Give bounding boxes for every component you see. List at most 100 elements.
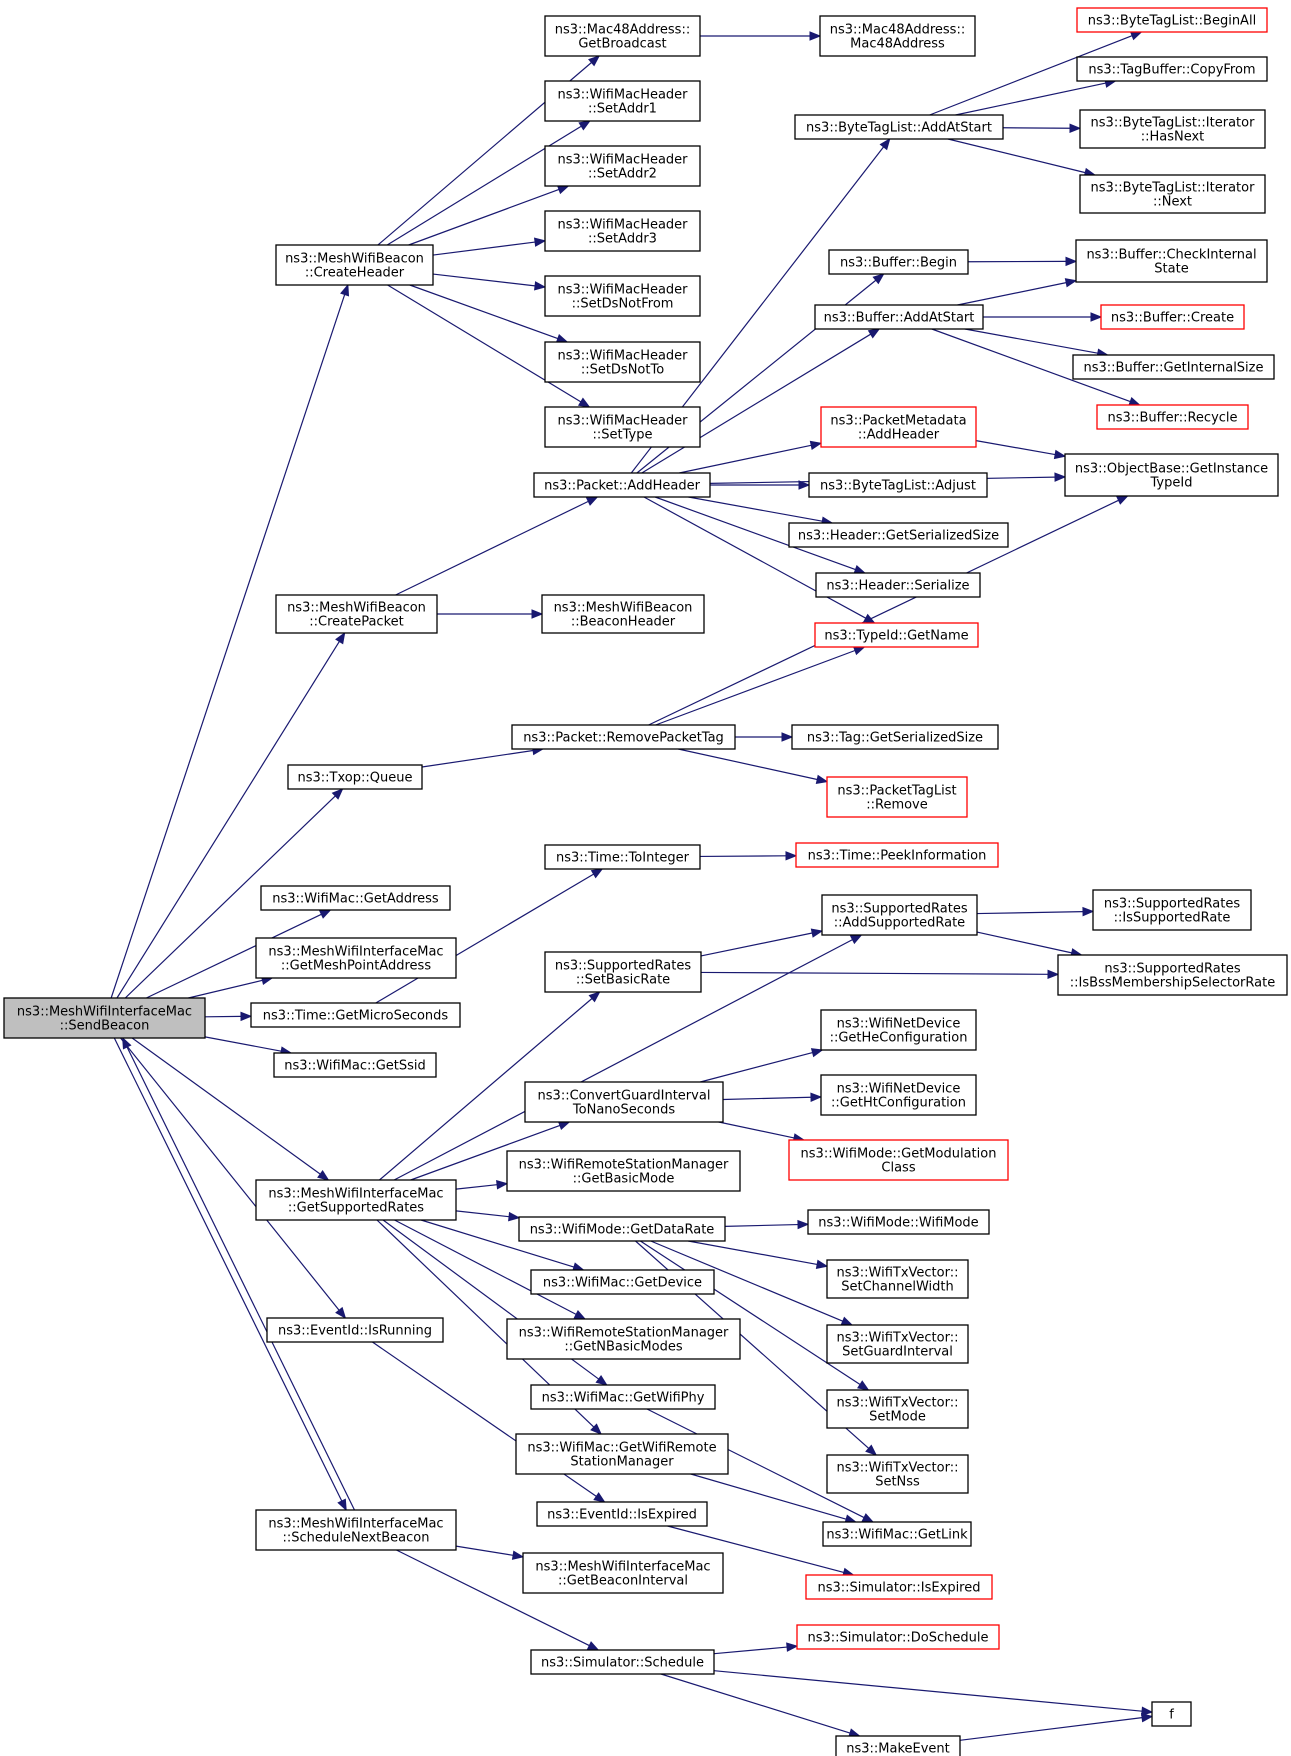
- call-edge: [975, 440, 1067, 460]
- function-node-begin-all[interactable]: ns3::ByteTagList::BeginAll: [1076, 7, 1268, 33]
- function-node-is-expired[interactable]: ns3::EventId::IsExpired: [536, 1501, 708, 1527]
- function-node-remove-packet-tag[interactable]: ns3::Packet::RemovePacketTag: [511, 724, 736, 750]
- function-node-set-nss[interactable]: ns3::WifiTxVector::SetNss: [826, 1454, 969, 1494]
- function-node-label: ::SetBasicRate: [576, 973, 670, 988]
- function-node-is-bss-membership[interactable]: ns3::SupportedRates::IsBssMembershipSele…: [1057, 954, 1288, 996]
- function-node-get-link[interactable]: ns3::WifiMac::GetLink: [822, 1521, 972, 1547]
- function-node-get-micro-seconds[interactable]: ns3::Time::GetMicroSeconds: [250, 1002, 461, 1028]
- function-node-f-node[interactable]: f: [1151, 1701, 1192, 1727]
- function-node-label: ns3::Time::PeekInformation: [808, 849, 987, 864]
- function-node-label: ns3::Simulator::DoSchedule: [807, 1631, 988, 1646]
- function-node-iter-next[interactable]: ns3::ByteTagList::Iterator::Next: [1079, 174, 1266, 214]
- function-node-make-event[interactable]: ns3::MakeEvent: [835, 1735, 961, 1756]
- function-node-set-addr1[interactable]: ns3::WifiMacHeader::SetAddr1: [544, 80, 701, 122]
- function-node-get-nbasic-modes[interactable]: ns3::WifiRemoteStationManager::GetNBasic…: [506, 1318, 741, 1360]
- function-node-create-packet[interactable]: ns3::MeshWifiBeacon::CreatePacket: [275, 594, 438, 634]
- function-node-set-ds-not-from[interactable]: ns3::WifiMacHeader::SetDsNotFrom: [544, 275, 701, 317]
- function-node-label: ns3::WifiMacHeader: [557, 414, 688, 429]
- function-node-set-type[interactable]: ns3::WifiMacHeader::SetType: [544, 406, 701, 448]
- function-node-create-header[interactable]: ns3::MeshWifiBeacon::CreateHeader: [275, 244, 434, 286]
- function-node-get-wifi-phy[interactable]: ns3::WifiMac::GetWifiPhy: [530, 1384, 716, 1410]
- function-node-set-guard-interval[interactable]: ns3::WifiTxVector::SetGuardInterval: [826, 1324, 969, 1364]
- function-node-has-next[interactable]: ns3::ByteTagList::Iterator::HasNext: [1079, 109, 1266, 149]
- function-node-label: ns3::SupportedRates: [1104, 897, 1240, 912]
- function-node-ptl-remove[interactable]: ns3::PacketTagList::Remove: [826, 776, 968, 818]
- function-node-wifi-mode-ctor[interactable]: ns3::WifiMode::WifiMode: [807, 1209, 990, 1235]
- function-node-set-ds-not-to[interactable]: ns3::WifiMacHeader::SetDsNotTo: [544, 341, 701, 383]
- function-node-get-broadcast[interactable]: ns3::Mac48Address::GetBroadcast: [544, 15, 701, 57]
- function-node-label: ::BeaconHeader: [571, 615, 676, 630]
- function-node-label: ns3::WifiMacHeader: [557, 153, 688, 168]
- function-node-get-basic-mode[interactable]: ns3::WifiRemoteStationManager::GetBasicM…: [506, 1150, 741, 1192]
- function-node-label: ns3::WifiMac::GetWifiPhy: [542, 1391, 705, 1406]
- function-node-buf-recycle[interactable]: ns3::Buffer::Recycle: [1096, 404, 1249, 430]
- function-node-label: ::SetDsNotTo: [581, 363, 664, 378]
- function-node-get-device[interactable]: ns3::WifiMac::GetDevice: [530, 1269, 715, 1295]
- function-node-schedule-next-beacon[interactable]: ns3::MeshWifiInterfaceMac::ScheduleNextB…: [255, 1509, 457, 1551]
- function-node-peek-information[interactable]: ns3::Time::PeekInformation: [795, 842, 999, 868]
- function-node-mac48[interactable]: ns3::Mac48Address::Mac48Address: [819, 15, 976, 57]
- function-node-time-to-integer[interactable]: ns3::Time::ToInteger: [544, 844, 701, 870]
- function-node-get-beacon-interval[interactable]: ns3::MeshWifiInterfaceMac::GetBeaconInte…: [522, 1552, 724, 1594]
- function-node-get-wifi-remote-station-manager[interactable]: ns3::WifiMac::GetWifiRemoteStationManage…: [515, 1433, 729, 1475]
- function-node-label: ::AddSupportedRate: [834, 916, 965, 931]
- function-node-label: ns3::WifiTxVector::: [836, 1396, 958, 1411]
- function-node-label: ::GetHeConfiguration: [830, 1031, 968, 1046]
- function-node-tag-get-ser-size[interactable]: ns3::Tag::GetSerializedSize: [791, 724, 999, 750]
- function-node-copy-from[interactable]: ns3::TagBuffer::CopyFrom: [1076, 56, 1268, 82]
- call-edge: [931, 328, 1141, 406]
- function-node-set-mode[interactable]: ns3::WifiTxVector::SetMode: [826, 1389, 969, 1429]
- function-node-label: ::SetType: [593, 428, 653, 443]
- function-node-add-at-start-btl[interactable]: ns3::ByteTagList::AddAtStart: [794, 114, 1004, 140]
- function-node-add-supported-rate[interactable]: ns3::SupportedRates::AddSupportedRate: [821, 894, 978, 936]
- function-node-set-addr3[interactable]: ns3::WifiMacHeader::SetAddr3: [544, 210, 701, 252]
- call-edge: [722, 1092, 823, 1102]
- function-node-label: SetGuardInterval: [842, 1345, 953, 1360]
- function-node-get-address[interactable]: ns3::WifiMac::GetAddress: [260, 885, 451, 911]
- function-node-get-ht-configuration[interactable]: ns3::WifiNetDevice::GetHtConfiguration: [820, 1074, 977, 1116]
- call-edge: [700, 928, 824, 957]
- function-node-root[interactable]: ns3::MeshWifiInterfaceMac::SendBeacon: [3, 997, 206, 1039]
- function-node-sim-schedule[interactable]: ns3::Simulator::Schedule: [530, 1649, 715, 1675]
- function-node-hdr-get-ser-size[interactable]: ns3::Header::GetSerializedSize: [788, 522, 1009, 548]
- function-node-get-mesh-point-address[interactable]: ns3::MeshWifiInterfaceMac::GetMeshPointA…: [255, 937, 457, 979]
- function-node-label: ns3::TagBuffer::CopyFrom: [1088, 63, 1255, 78]
- function-node-get-he-configuration[interactable]: ns3::WifiNetDevice::GetHeConfiguration: [820, 1009, 977, 1051]
- function-node-get-supported-rates[interactable]: ns3::MeshWifiInterfaceMac::GetSupportedR…: [255, 1179, 457, 1221]
- call-edge: [1002, 123, 1082, 133]
- function-node-label: ns3::ByteTagList::BeginAll: [1088, 14, 1256, 29]
- function-node-hdr-serialize[interactable]: ns3::Header::Serialize: [815, 572, 981, 598]
- function-node-pkt-add-header[interactable]: ns3::Packet::AddHeader: [533, 472, 711, 498]
- call-edge: [116, 631, 346, 999]
- function-node-is-supported-rate[interactable]: ns3::SupportedRates::IsSupportedRate: [1092, 889, 1252, 931]
- function-node-label: ns3::WifiMacHeader: [557, 88, 688, 103]
- function-node-get-data-rate[interactable]: ns3::WifiMode::GetDataRate: [518, 1216, 726, 1242]
- function-node-pm-add-header[interactable]: ns3::PacketMetadata::AddHeader: [820, 406, 977, 448]
- function-node-type-id-get-name[interactable]: ns3::TypeId::GetName: [814, 622, 979, 648]
- function-node-get-internal-size[interactable]: ns3::Buffer::GetInternalSize: [1072, 354, 1275, 380]
- function-node-sim-do-schedule[interactable]: ns3::Simulator::DoSchedule: [796, 1624, 1000, 1650]
- function-node-label: ns3::Header::Serialize: [826, 579, 969, 594]
- function-node-set-basic-rate[interactable]: ns3::SupportedRates::SetBasicRate: [544, 951, 702, 993]
- call-edge: [660, 1673, 861, 1738]
- function-node-label: ns3::SupportedRates: [831, 902, 967, 917]
- function-node-btl-adjust[interactable]: ns3::ByteTagList::Adjust: [808, 472, 988, 498]
- function-node-is-running[interactable]: ns3::EventId::IsRunning: [266, 1317, 444, 1343]
- call-edge: [688, 1240, 829, 1269]
- function-node-get-ssid[interactable]: ns3::WifiMac::GetSsid: [273, 1052, 437, 1078]
- function-node-set-channel-width[interactable]: ns3::WifiTxVector::SetChannelWidth: [826, 1259, 969, 1299]
- function-node-txop-queue[interactable]: ns3::Txop::Queue: [287, 764, 423, 790]
- function-node-buf-begin[interactable]: ns3::Buffer::Begin: [828, 249, 969, 275]
- function-node-buf-create[interactable]: ns3::Buffer::Create: [1100, 304, 1245, 330]
- function-node-beacon-header[interactable]: ns3::MeshWifiBeacon::BeaconHeader: [541, 594, 705, 634]
- function-node-sim-is-expired[interactable]: ns3::Simulator::IsExpired: [805, 1574, 993, 1600]
- function-node-buf-add-at-start[interactable]: ns3::Buffer::AddAtStart: [814, 304, 984, 330]
- function-node-label: ns3::MeshWifiBeacon: [285, 252, 424, 267]
- call-edge: [724, 1219, 810, 1230]
- function-node-set-addr2[interactable]: ns3::WifiMacHeader::SetAddr2: [544, 145, 701, 187]
- function-node-label: StationManager: [570, 1455, 674, 1470]
